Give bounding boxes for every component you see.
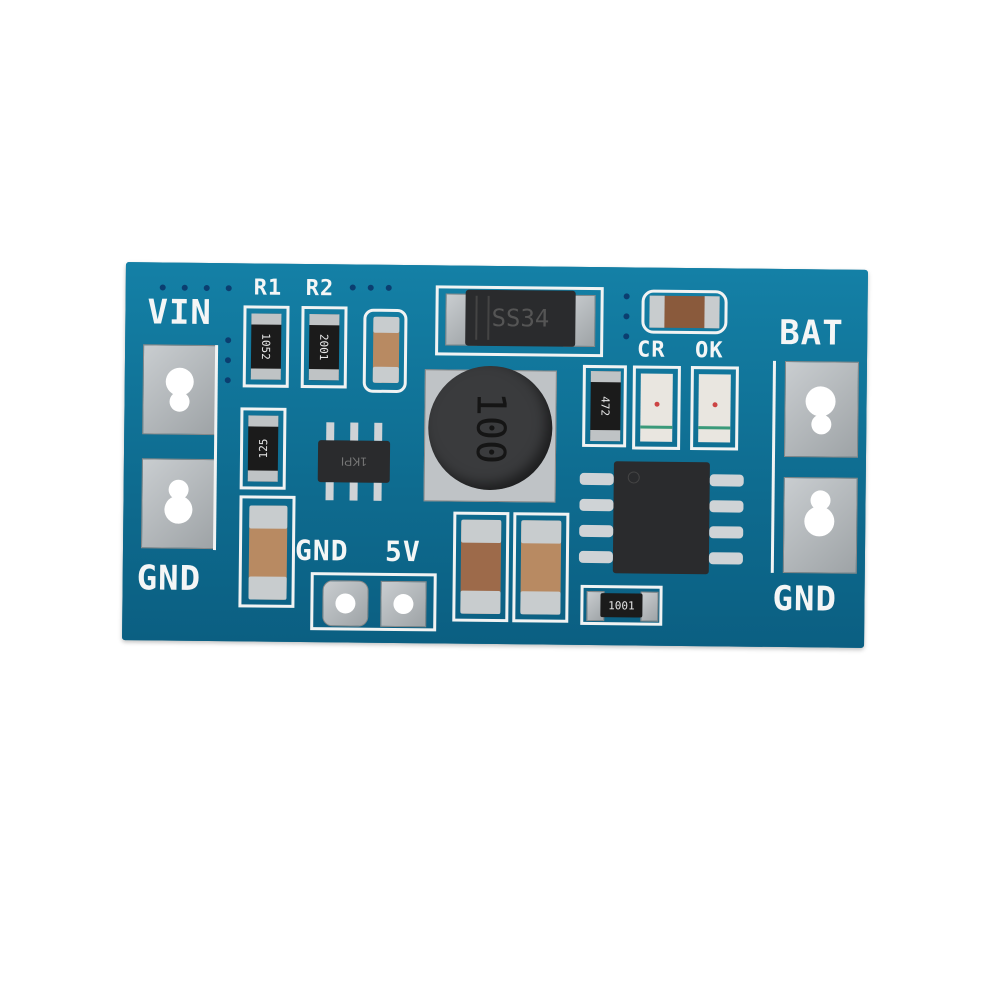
ok-label: OK [694,338,724,364]
gnd-out-pad [322,580,369,627]
gnd-out-label: GND [294,533,349,568]
vin-label: VIN [147,292,213,334]
gnd-right-pad [782,477,858,574]
resistor-r2: 2001 [308,314,340,381]
resistor-r4: 472 [590,370,621,442]
capacitor-c1 [372,316,400,383]
bat-pad [783,361,859,458]
resistor-r3: 125 [247,415,279,482]
bat-label: BAT [779,312,844,354]
gnd-left-label: GND [136,558,202,599]
gnd-right-label: GND [772,578,838,620]
5v-out-label: 5V [384,534,421,569]
capacitor-c5 [649,295,720,329]
vin-pad [142,344,218,436]
capacitor-c2 [248,505,288,600]
diode-ss34: SS34 [465,289,576,347]
5v-out-pad [380,580,427,628]
charger-ic-sop8 [612,461,710,575]
capacitor-c3 [460,519,502,615]
r2-label: R2 [305,276,335,302]
pcb-board: VIN GND R1 R2 1052 2001 125 1KPI [122,262,868,648]
cr-label: CR [636,337,666,363]
r1-label: R1 [253,275,283,301]
resistor-r1: 1052 [250,313,282,380]
led-cr [640,373,673,442]
capacitor-c4 [520,520,562,615]
led-ok [698,374,731,443]
sot23-ic: 1KPI [317,440,391,483]
resistor-r5: 1001 [600,593,643,618]
inductor-100: 100 [427,365,553,491]
gnd-left-pad [141,458,216,550]
